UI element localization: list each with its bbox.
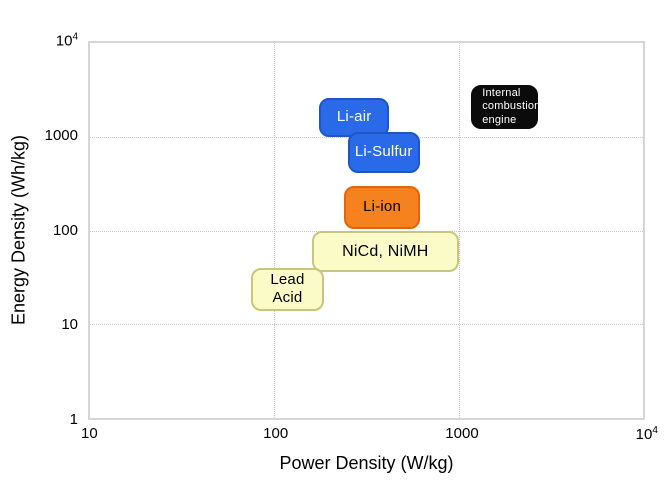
region-label-line: engine xyxy=(482,113,517,126)
region-label-line: NiCd, NiMH xyxy=(342,242,429,260)
region-box-li-sulfur: Li-Sulfur xyxy=(347,131,420,174)
x-axis-tick-labels: 10 100 1000 104 xyxy=(81,425,658,447)
region-box-nicd-nimh: NiCd, NiMH xyxy=(311,230,459,273)
tick-label: 1000 xyxy=(445,425,479,442)
region-label-line: combustion xyxy=(482,100,541,113)
tick-label: 100 xyxy=(263,425,289,442)
region-label-line: Li-air xyxy=(336,108,372,126)
tick-label: 1 xyxy=(69,411,78,429)
tick-label: 1000 xyxy=(44,126,78,144)
tick-label: 10 xyxy=(80,425,98,442)
tick-label: 104 xyxy=(635,425,658,443)
x-axis-title: Power Density (W/kg) xyxy=(279,453,454,473)
region-box-li-ion: Li-ion xyxy=(344,185,420,229)
tick-label: 104 xyxy=(55,31,78,50)
gridline-horizontal xyxy=(90,324,643,326)
region-label-line: Li-Sulfur xyxy=(354,143,413,161)
y-axis-tick-labels: 1 10 100 1000 104 xyxy=(0,32,82,429)
region-box-li-air: Li-air xyxy=(319,97,390,137)
region-label-line: Lead xyxy=(270,270,305,288)
tick-label: 100 xyxy=(52,221,78,239)
region-label-line: Li-ion xyxy=(363,197,402,215)
region-label-line: Internal xyxy=(482,86,521,99)
tick-label: 10 xyxy=(61,316,78,334)
region-label-line: Acid xyxy=(272,289,303,307)
